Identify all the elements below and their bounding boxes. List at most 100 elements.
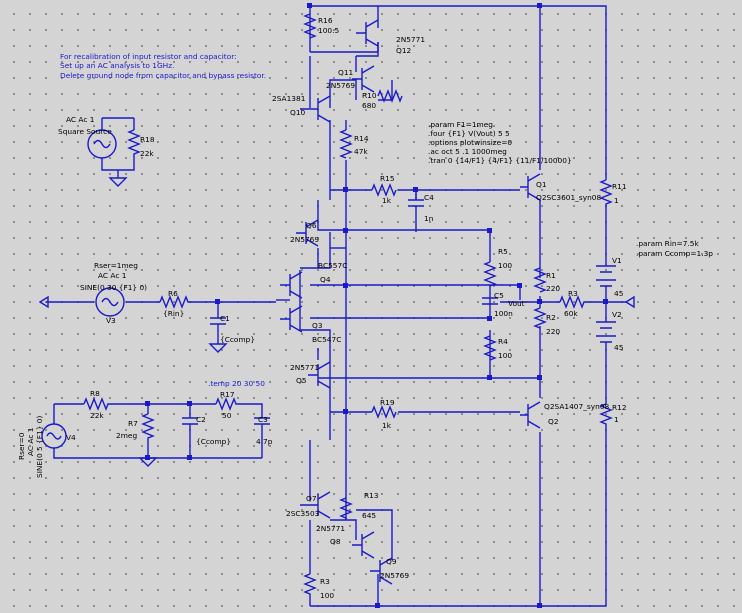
label-q6-ref: Q6 [306, 221, 317, 230]
label-r17-val: 50 [222, 411, 232, 420]
directive-ac: .ac oct 5 .1 1000meg [428, 147, 507, 156]
label-r17-ref: R17 [220, 390, 235, 399]
resistor-r11[interactable] [599, 179, 613, 210]
label-r13-val: 645 [362, 511, 376, 520]
transistor-q10[interactable] [300, 95, 331, 123]
label-q11-ref: Q11 [338, 68, 354, 77]
label-r13-ref: R13 [364, 491, 379, 500]
label-v4-ref: V4 [66, 433, 76, 442]
label-v2-ref: V2 [612, 310, 622, 319]
resistor-r16[interactable] [303, 13, 317, 39]
resistor-r12[interactable] [599, 403, 613, 430]
transistor-q7[interactable] [300, 491, 331, 519]
label-c2-ref: C2 [196, 415, 206, 424]
label-c5-ref: C5 [494, 291, 504, 300]
resistor-r13[interactable] [339, 497, 353, 520]
label-v2-val: 45 [614, 343, 624, 352]
label-r4-val: 100 [498, 351, 512, 360]
label-r15-val: 1k [382, 196, 392, 205]
resistor-r9[interactable] [303, 573, 317, 596]
label-q10-ref: Q10 [290, 108, 306, 117]
capacitor-c3[interactable] [254, 417, 270, 430]
transistor-q9[interactable] [370, 557, 393, 585]
resistor-r8[interactable] [83, 397, 110, 411]
resistor-r2[interactable] [533, 307, 547, 329]
label-r18-val: 22k [140, 149, 154, 158]
label-vout: Vout [508, 299, 525, 308]
label-r8-ref: R8 [90, 389, 100, 398]
resistor-r18[interactable] [127, 129, 141, 158]
component-labels: R16 100.5 2N5771 Q12 Q11 2N5769 R10 680 … [58, 16, 627, 600]
transistor-q6[interactable] [296, 219, 319, 247]
resistor-r1[interactable] [533, 267, 547, 293]
label-r3-ref: R3 [568, 289, 578, 298]
capacitor-c2[interactable] [182, 417, 198, 432]
label-r16-ref: R16 [318, 16, 333, 25]
label-r16-val: 100.5 [318, 26, 339, 35]
label-r7-ref: R7 [128, 419, 138, 428]
resistor-r14[interactable] [339, 129, 353, 159]
label-r2-val: 220 [546, 327, 560, 336]
label-q7-ref: Q7 [306, 494, 317, 503]
capacitor-c5[interactable] [482, 297, 498, 305]
label-r10-ref: R10 [362, 91, 377, 100]
transistor-q3[interactable] [280, 305, 303, 333]
transistor-q2[interactable] [520, 401, 541, 429]
transistor-q11[interactable] [352, 65, 375, 93]
resistor-r6[interactable] [159, 295, 190, 309]
resistor-r19[interactable] [371, 405, 397, 419]
label-c2-val: {Ccomp} [196, 437, 231, 446]
label-v3-line1: Rser=1meg [94, 261, 138, 270]
label-r2-ref: R2 [546, 313, 556, 322]
label-v1-ref: V1 [612, 256, 622, 265]
label-r1-ref: R1 [546, 271, 556, 280]
transistor-q12[interactable] [356, 19, 379, 47]
label-q8-val: 2N5771 [316, 524, 345, 533]
resistor-r7[interactable] [141, 413, 155, 446]
label-r10-val: 680 [362, 101, 376, 110]
label-v4-line3: SINE(0 5 {F1} 0) [35, 416, 44, 478]
resistor-r3[interactable] [559, 295, 590, 309]
capacitor-c4[interactable] [408, 190, 424, 214]
label-r18-ref: R18 [140, 135, 155, 144]
label-square-ref: AC Ac 1 [66, 115, 95, 124]
label-r7-val: 2meg [116, 431, 137, 440]
label-r1-val: 220 [546, 284, 560, 293]
voltage-source-v2[interactable] [596, 314, 616, 348]
label-r11-ref: R11 [612, 182, 627, 191]
input-port-icon [38, 295, 49, 309]
ground-icon [108, 177, 128, 187]
voltage-source-v1[interactable] [596, 258, 616, 290]
resistor-r15[interactable] [371, 183, 397, 197]
resistor-r5[interactable] [483, 261, 497, 290]
v4-rotated-labels: Rser=0 AC Ac 1 SINE(0 5 {F1} 0) [17, 416, 44, 478]
transistor-q1[interactable] [520, 173, 541, 201]
note-line-3: Delete ground node from capacitor and by… [60, 71, 266, 80]
label-r12-ref: R12 [612, 403, 627, 412]
label-q5-ref: Q5 [296, 376, 307, 385]
ground-icon [138, 457, 158, 467]
label-q11-val: 2N5769 [326, 81, 355, 90]
resistor-r17[interactable] [215, 397, 240, 411]
resistor-r10[interactable] [377, 89, 403, 103]
ground-icon [208, 343, 228, 353]
transistors [280, 19, 541, 585]
label-c3-ref: C3 [258, 415, 268, 424]
transistor-q4[interactable] [280, 271, 303, 299]
label-r19-ref: R19 [380, 398, 395, 407]
voltage-source-v3[interactable] [95, 287, 125, 317]
label-c4-val: 1n [424, 214, 434, 223]
label-q4-val: BC557C [318, 261, 347, 270]
capacitor-c1[interactable] [210, 317, 226, 330]
label-square-source: Square Source [58, 127, 112, 136]
voltage-source-square[interactable] [87, 129, 117, 159]
label-c3-val: 4.7p [256, 437, 273, 446]
voltage-source-v4[interactable] [41, 423, 67, 449]
transistor-q5[interactable] [308, 361, 331, 389]
resistor-r4[interactable] [483, 335, 497, 361]
resistors [83, 13, 613, 596]
label-v1-val: 45 [614, 289, 624, 298]
label-q4-ref: Q4 [320, 275, 331, 284]
transistor-q8[interactable] [352, 531, 375, 559]
